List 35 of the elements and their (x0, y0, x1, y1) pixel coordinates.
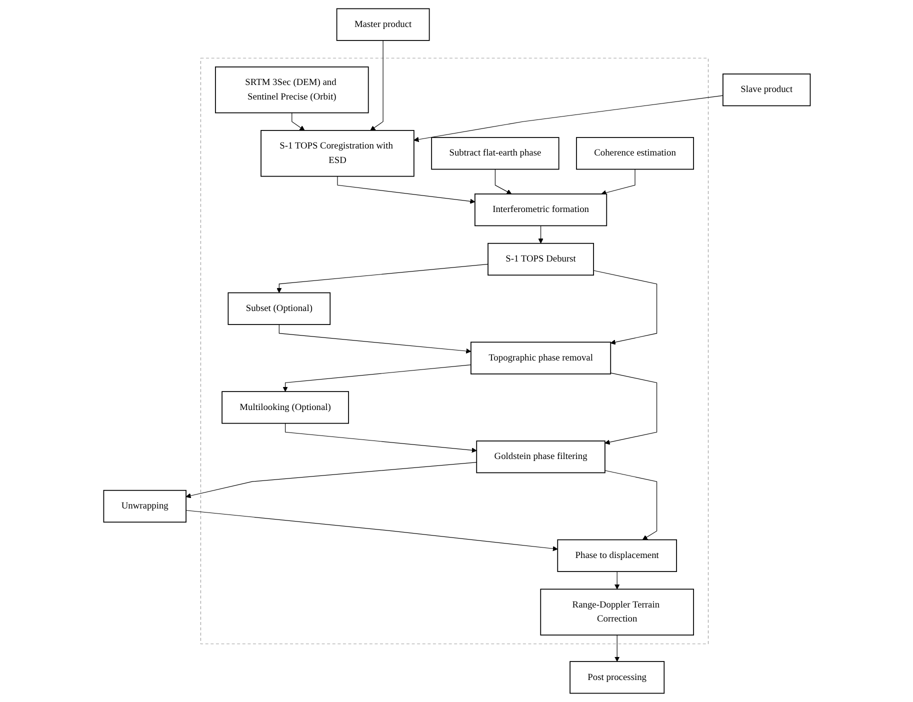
arrow (276, 264, 488, 293)
node-box: SRTM 3Sec (DEM) and Sentinel Precise (Orbit) (214, 66, 368, 114)
node-box: Unwrapping (102, 490, 186, 523)
arrow (370, 40, 383, 131)
node-box: Multilooking (Optional) (221, 391, 348, 424)
arrow (413, 95, 723, 142)
arrow (291, 112, 304, 131)
node-box: Subtract flat-earth phase (430, 137, 559, 170)
node-box: Interferometric formation (474, 194, 607, 226)
arrow (592, 270, 657, 345)
arrow (604, 372, 657, 445)
node-box: Slave product (722, 74, 810, 106)
node-box: Topographic phase removal (470, 342, 611, 374)
arrow (185, 462, 476, 498)
arrow (494, 168, 512, 194)
arrow (614, 571, 620, 590)
cluster (200, 58, 708, 644)
arrow (278, 324, 471, 354)
arrow (600, 168, 635, 196)
arrow (282, 364, 471, 392)
node-box: S-1 TOPS Deburst (487, 242, 594, 276)
arrow (604, 470, 657, 540)
node-box: Coherence estimation (576, 137, 694, 170)
arrow (538, 225, 543, 244)
node-box: Subset (Optional) (227, 292, 330, 325)
node-box: Range-Doppler Terrain Correction (540, 588, 694, 636)
node-box: Goldstein phase filtering (476, 440, 605, 474)
arrow (284, 423, 476, 453)
arrow (185, 510, 558, 552)
node-box: Master product (336, 8, 430, 41)
arrow (614, 634, 620, 662)
arrow (336, 176, 475, 204)
node-box: Post processing (569, 661, 664, 694)
node-box: Phase to displacement (556, 539, 676, 572)
node-box: S-1 TOPS Coregistration with ESD (260, 130, 414, 177)
